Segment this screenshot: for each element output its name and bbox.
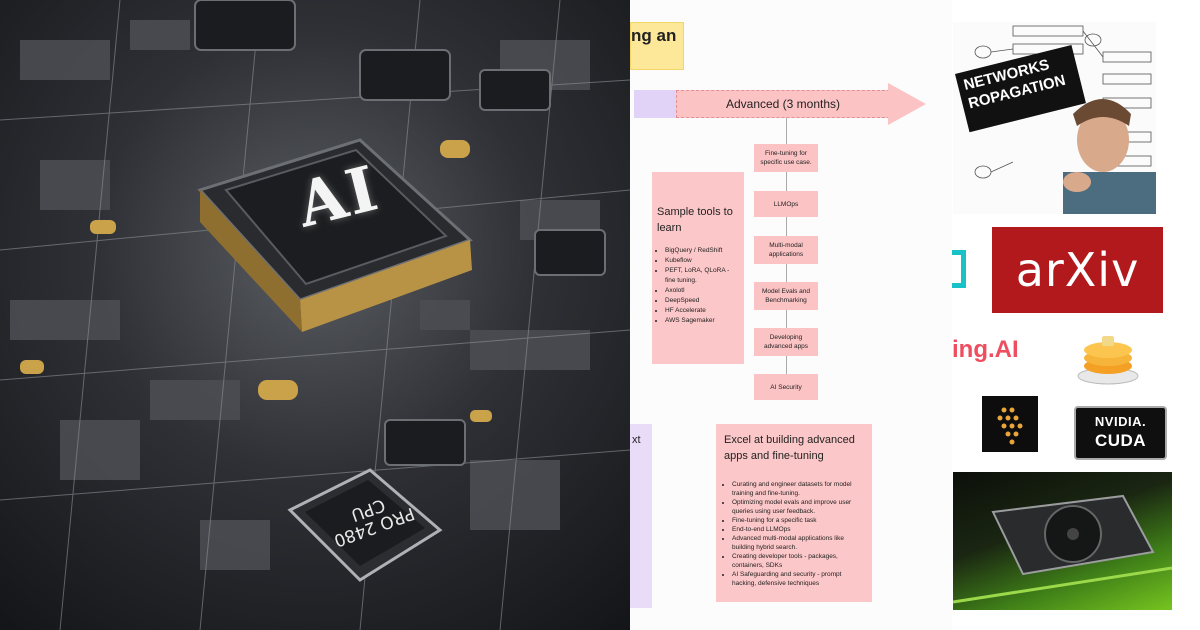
list-item: Kubeflow: [665, 256, 738, 266]
llamaindex-icon: [982, 396, 1038, 452]
list-item: Optimizing model evals and improve user …: [732, 498, 864, 516]
step-advanced-apps: Developing advanced apps: [754, 328, 818, 356]
sample-tools-list: BigQuery / RedShift Kubeflow PEFT, LoRA,…: [657, 246, 738, 326]
nvidia-wordmark: NVIDIA.: [1094, 414, 1147, 429]
excel-title: Excel at building advanced apps and fine…: [724, 434, 855, 462]
step-multi-modal: Multi-modal applications: [754, 236, 818, 264]
list-item: DeepSpeed: [665, 296, 738, 306]
phase-label: Advanced (3 months): [725, 97, 841, 111]
computation-graph-graphic: [974, 25, 1156, 214]
ai-chip-image: AI PRO 2480 CPU: [0, 0, 630, 630]
roadmap-diagram: ng an Advanced (3 months) Fine-tuning fo…: [630, 0, 952, 630]
teal-bracket-logo: [952, 250, 966, 288]
arxiv-logo: arXiv: [992, 227, 1163, 313]
list-item: BigQuery / RedShift: [665, 246, 738, 256]
step-llmops: LLMOps: [754, 191, 818, 217]
list-item: PEFT, LoRA, QLoRA - fine tuning.: [665, 266, 738, 286]
yellow-sticky-note: ng an: [630, 22, 684, 70]
backpropagation-thumbnail: NETWORKS ROPAGATION: [953, 22, 1156, 214]
deeplearning-ai-logo: ing.AI: [952, 336, 1019, 363]
gpu-graphic: [953, 494, 1172, 604]
list-item: Fine-tuning for a specific task: [732, 516, 864, 525]
step-model-evals: Model Evals and Benchmarking: [754, 282, 818, 310]
list-item: AWS Sagemaker: [665, 316, 738, 326]
phase-arrow: [676, 90, 890, 118]
list-item: Curating and engineer datasets for model…: [732, 480, 864, 498]
pancake-icon: [1077, 336, 1139, 385]
list-item: HF Accelerate: [665, 306, 738, 316]
nvidia-cuda-logo: NVIDIA. CUDA: [1074, 406, 1167, 460]
sample-tools-card: Sample tools to learn BigQuery / RedShif…: [652, 172, 744, 364]
excel-list: Curating and engineer datasets for model…: [724, 480, 864, 588]
gpu-card-image: [953, 472, 1172, 610]
previous-phase-arrow: [634, 90, 676, 118]
cuda-wordmark: CUDA: [1094, 431, 1147, 450]
logo-collage: NETWORKS ROPAGATION arXiv ing.AI NVIDIA.…: [952, 0, 1200, 630]
list-item: End-to-end LLMOps: [732, 525, 864, 534]
step-ai-security: AI Security: [754, 374, 818, 400]
previous-phase-card: xt: [630, 424, 652, 608]
list-item: AI Safeguarding and security - prompt ha…: [732, 570, 864, 588]
previous-phase-text: xt: [632, 434, 641, 446]
excel-card: Excel at building advanced apps and fine…: [716, 424, 872, 602]
list-item: Creating developer tools - packages, con…: [732, 552, 864, 570]
list-item: Advanced multi-modal applications like b…: [732, 534, 864, 552]
step-fine-tuning: Fine-tuning for specific use case.: [754, 144, 818, 172]
dot-grid-icon: [997, 407, 1023, 445]
list-item: Axolotl: [665, 286, 738, 296]
circuit-board-graphic: [0, 0, 630, 630]
sample-tools-title: Sample tools to learn: [657, 206, 733, 234]
phase-arrow-head: [888, 83, 926, 125]
